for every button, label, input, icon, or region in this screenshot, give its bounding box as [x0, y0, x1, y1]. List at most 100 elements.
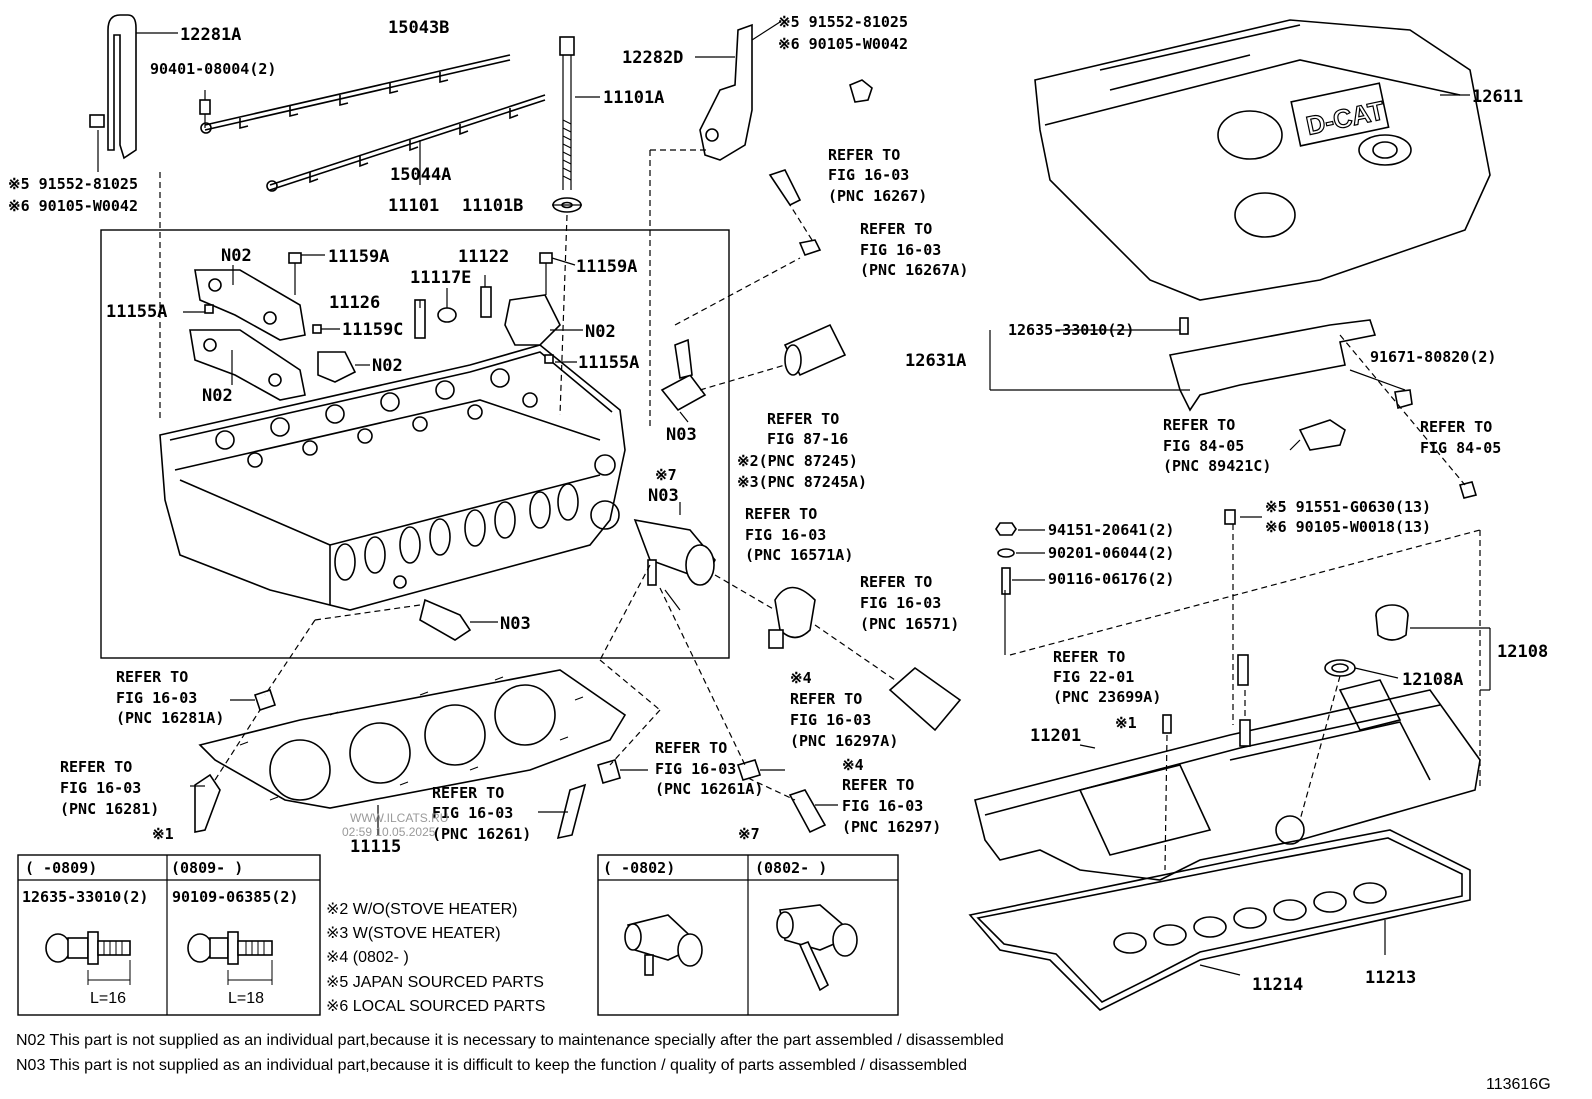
stud-bolt-short — [45, 931, 131, 985]
ref-pnc-16281A: REFER TO FIG 16-03 (PNC 16281A) — [116, 668, 224, 727]
legend-note-4: ※4 (0802- ) — [326, 949, 409, 966]
head-valve-bores — [215, 368, 538, 468]
ref-pnc-16261A: REFER TO FIG 16-03 (PNC 16261A) — [655, 739, 763, 798]
svg-text:(PNC 16261): (PNC 16261) — [432, 825, 531, 843]
watermark-time: 02:59 10.05.2025 — [342, 825, 436, 839]
label-91552-81025-top: ※5 91552-81025 — [778, 13, 908, 31]
svg-text:FIG 22-01: FIG 22-01 — [1053, 668, 1134, 686]
bracket-12282D — [699, 23, 873, 161]
bolt-90401 — [199, 99, 211, 115]
bracket-12281A — [89, 14, 137, 160]
part-number-labels: 12281A 15043B 90401-08004(2) 12282D ※5 9… — [8, 13, 1548, 995]
ref-pnc-16571: REFER TO FIG 16-03 (PNC 16571) — [860, 573, 959, 633]
svg-text:FIG 16-03: FIG 16-03 — [655, 760, 736, 778]
label-n03-bottom: N03 — [500, 614, 531, 634]
cylinder-head-gasket-11115 — [198, 669, 627, 809]
label-11117E: 11117E — [410, 268, 471, 288]
label-90201-06044: 90201-06044(2) — [1048, 544, 1174, 562]
svg-text:REFER TO: REFER TO — [60, 758, 132, 776]
label-11155A-right: 11155A — [578, 353, 639, 373]
svg-text:FIG 16-03: FIG 16-03 — [842, 797, 923, 815]
fitting-late — [776, 904, 858, 992]
table2-col2-header: (0802- ) — [755, 859, 827, 877]
cylinder-head-drawing — [159, 344, 626, 611]
label-11159A-right: 11159A — [576, 257, 637, 277]
svg-text:FIG 87-16: FIG 87-16 — [767, 430, 848, 448]
svg-text:REFER TO: REFER TO — [1053, 648, 1125, 666]
label-12108A: 12108A — [1402, 670, 1463, 690]
svg-text:FIG 16-03: FIG 16-03 — [745, 526, 826, 544]
svg-text:※4: ※4 — [790, 669, 812, 687]
svg-text:FIG 16-03: FIG 16-03 — [790, 711, 871, 729]
cylinder-head-cover-11201 — [974, 654, 1481, 881]
label-11101: 11101 — [388, 196, 439, 216]
ref-pnc-16297: ※4 REFER TO FIG 16-03 (PNC 16297) — [842, 756, 941, 836]
svg-text:(PNC 16267A): (PNC 16267A) — [860, 261, 968, 279]
svg-text:※2(PNC 87245): ※2(PNC 87245) — [737, 452, 858, 470]
watermark-site: WWW.ILCATS.RU — [350, 811, 448, 825]
fitting-variant-table: ( -0802) (0802- ) — [597, 854, 899, 1016]
label-11126: 11126 — [329, 293, 380, 313]
label-15044A: 15044A — [390, 165, 451, 185]
label-90105-W0018: ※6 90105-W0018(13) — [1265, 518, 1431, 536]
label-94151-20641: 94151-20641(2) — [1048, 521, 1174, 539]
svg-text:FIG 16-03: FIG 16-03 — [860, 241, 941, 259]
svg-text:REFER TO: REFER TO — [1420, 418, 1492, 436]
head-fasteners — [204, 252, 554, 364]
label-n03-right: N03 — [648, 486, 679, 506]
svg-text:(PNC 16571A): (PNC 16571A) — [745, 546, 853, 564]
svg-text:FIG 84-05: FIG 84-05 — [1420, 439, 1501, 457]
svg-text:FIG 84-05: FIG 84-05 — [1163, 437, 1244, 455]
label-note7-a: ※7 — [655, 466, 677, 484]
bracket-12631A — [1168, 317, 1478, 499]
ref-pnc-16281: REFER TO FIG 16-03 (PNC 16281) — [60, 758, 159, 818]
svg-text:REFER TO: REFER TO — [767, 410, 839, 428]
label-11115: 11115 — [350, 837, 401, 857]
svg-text:REFER TO: REFER TO — [116, 668, 188, 686]
label-n02-top: N02 — [221, 246, 252, 266]
table2-col1-header: ( -0802) — [603, 859, 675, 877]
label-note1-left: ※1 — [152, 825, 174, 843]
ref-pnc-16267A: REFER TO FIG 16-03 (PNC 16267A) — [860, 220, 968, 279]
legend-note-3: ※3 W(STOVE HEATER) — [326, 925, 501, 942]
ref-pnc-89421C: REFER TO FIG 84-05 (PNC 89421C) — [1163, 416, 1271, 475]
label-90105-W0042-left: ※6 90105-W0042 — [8, 197, 138, 215]
label-11159C: 11159C — [342, 320, 403, 340]
label-90116-06176: 90116-06176(2) — [1048, 570, 1174, 588]
table1-col1-header: ( -0809) — [25, 859, 97, 877]
label-11213: 11213 — [1365, 968, 1416, 988]
label-note7-b: ※7 — [738, 825, 760, 843]
svg-text:REFER TO: REFER TO — [655, 739, 727, 757]
label-11155A-left: 11155A — [106, 302, 167, 322]
svg-text:(PNC 16297A): (PNC 16297A) — [790, 732, 898, 750]
svg-text:REFER TO: REFER TO — [842, 776, 914, 794]
svg-text:FIG 16-03: FIG 16-03 — [432, 804, 513, 822]
ref-fig-87-16: REFER TO FIG 87-16 ※2(PNC 87245) ※3(PNC … — [737, 410, 867, 491]
oil-filler-cap — [1324, 604, 1409, 677]
svg-text:REFER TO: REFER TO — [1163, 416, 1235, 434]
legend-note-2: ※2 W/O(STOVE HEATER) — [326, 901, 518, 918]
svg-text:FIG 16-03: FIG 16-03 — [116, 689, 197, 707]
svg-text:(PNC 16571): (PNC 16571) — [860, 615, 959, 633]
label-11101A: 11101A — [603, 88, 664, 108]
cylinder-head-group-frame — [100, 229, 730, 659]
label-11201: 11201 — [1030, 726, 1081, 746]
head-port-row — [334, 483, 579, 581]
label-n03-hose: N03 — [666, 425, 697, 445]
stud-bolt-long — [187, 931, 273, 985]
label-12635-33010-top: 12635-33010(2) — [1008, 321, 1134, 339]
table1-col1-part: 12635-33010(2) — [22, 888, 148, 906]
wire-harness-brackets — [200, 54, 546, 192]
label-11101B: 11101B — [462, 196, 523, 216]
label-12631A: 12631A — [905, 351, 966, 371]
legend-notes: ※2 W/O(STOVE HEATER) ※3 W(STOVE HEATER) … — [326, 901, 545, 1015]
footnote-n02: N02 This part is not supplied as an indi… — [16, 1032, 1004, 1049]
ref-pnc-23699A: REFER TO FIG 22-01 (PNC 23699A) — [1053, 648, 1161, 706]
svg-text:(PNC 16281): (PNC 16281) — [60, 800, 159, 818]
svg-text:FIG 16-03: FIG 16-03 — [860, 594, 941, 612]
svg-text:REFER TO: REFER TO — [860, 573, 932, 591]
head-cover-gaskets — [968, 829, 1471, 1011]
footnote-n03: N03 This part is not supplied as an indi… — [16, 1057, 967, 1074]
svg-text:※4: ※4 — [842, 756, 864, 774]
label-15043B: 15043B — [388, 18, 449, 38]
